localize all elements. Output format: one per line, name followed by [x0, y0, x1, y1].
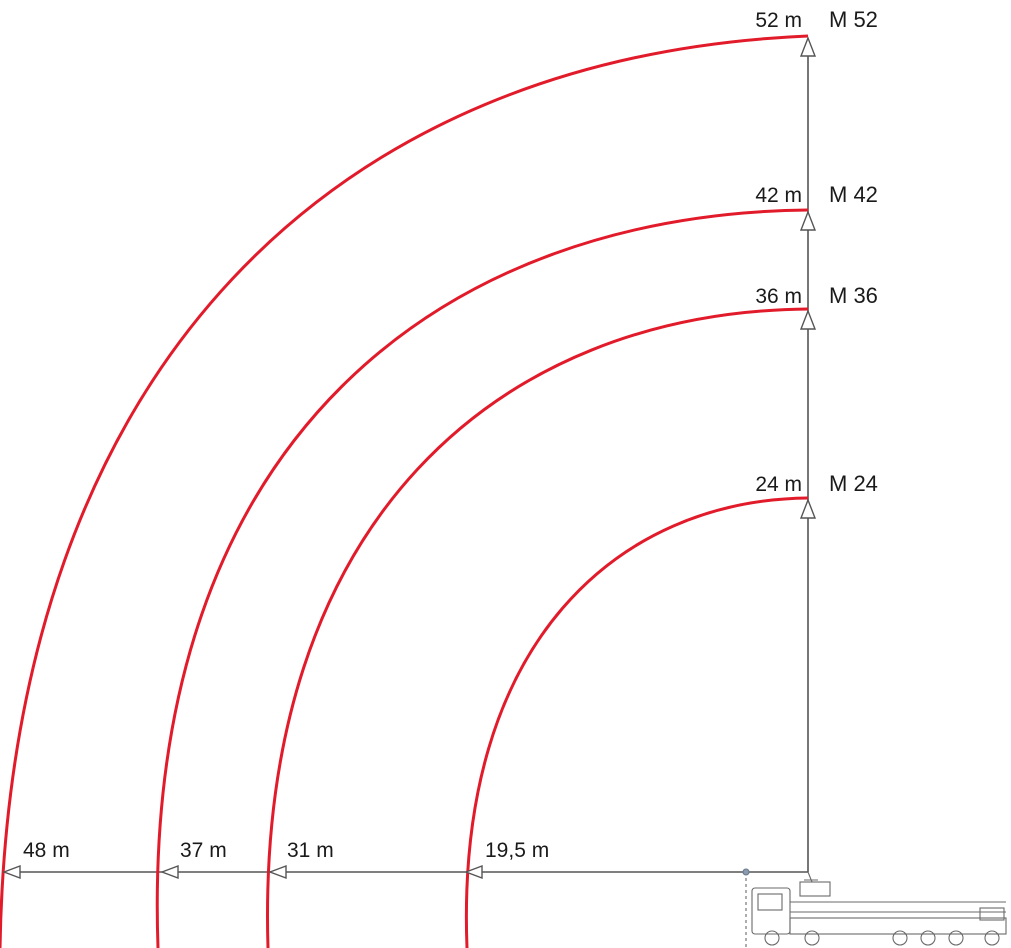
model-label-m52: M 52	[829, 7, 878, 32]
reach-label-m52: 48 m	[23, 839, 70, 862]
reach-marker-m52	[2, 864, 21, 880]
reach-label-m42: 37 m	[180, 839, 227, 862]
reach-marker-m36	[268, 864, 287, 880]
arc-m42	[155, 208, 809, 948]
height-marker-m42	[799, 210, 817, 231]
model-label-m42: M 42	[829, 182, 878, 207]
reach-label-m36: 31 m	[287, 839, 334, 862]
height-label-m24: 24 m	[755, 473, 802, 496]
arc-m36	[266, 307, 809, 948]
arc-m52	[0, 34, 809, 948]
reach-label-m24: 19,5 m	[485, 839, 549, 862]
height-marker-m24	[799, 498, 817, 519]
height-label-m42: 42 m	[755, 184, 802, 207]
height-label-m52: 52 m	[755, 9, 802, 32]
reach-marker-m42	[160, 864, 179, 880]
arc-m24	[464, 496, 809, 948]
height-marker-m36	[799, 309, 817, 330]
model-label-m24: M 24	[829, 471, 878, 496]
height-label-m36: 36 m	[755, 285, 802, 308]
height-marker-m52	[799, 36, 817, 57]
model-label-m36: M 36	[829, 283, 878, 308]
truck-icon	[742, 868, 1007, 948]
reach-marker-m24	[464, 864, 483, 880]
